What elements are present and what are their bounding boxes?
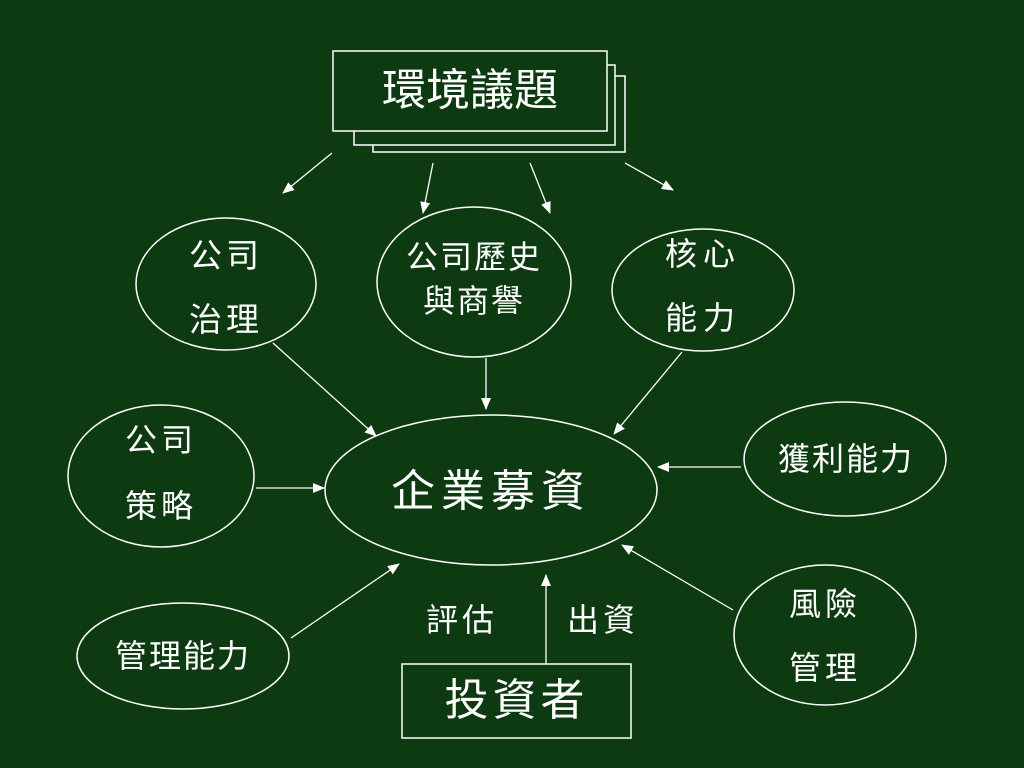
node-investor: [401, 663, 632, 739]
node-management-ability: [76, 602, 290, 710]
node-core-competence: [611, 228, 795, 352]
history-reputation-line1: 公司歷史: [405, 238, 542, 276]
arrow-title-to-governance: [282, 152, 333, 194]
corp-governance-line1: 公司: [189, 236, 263, 275]
corp-strategy-label: 公司 策略: [86, 407, 236, 539]
management-ability-label: 管理能力: [114, 637, 251, 675]
node-history-reputation: [376, 206, 572, 358]
arrow-title-to-history-left: [420, 162, 434, 214]
risk-management-line2: 管理: [788, 649, 861, 687]
node-corp-strategy: [67, 404, 255, 548]
corp-governance-line2: 治理: [189, 300, 263, 339]
profitability-label: 獲利能力: [777, 440, 914, 478]
corp-governance-label: 公司 治理: [150, 224, 302, 352]
node-center: [324, 414, 658, 566]
arrow-management-to-center: [290, 563, 400, 639]
node-corp-governance: [135, 217, 317, 351]
history-reputation-label: 公司歷史 與商譽: [380, 235, 568, 323]
arrow-core-to-center: [613, 351, 683, 435]
title-box: [332, 50, 608, 132]
corp-strategy-line1: 公司: [124, 421, 197, 459]
risk-management-label: 風險 管理: [750, 572, 900, 700]
center-label: 企業募資: [391, 466, 591, 517]
node-risk-management: [733, 564, 917, 706]
edge-label-evaluate: 評估: [425, 601, 498, 639]
title-label: 環境議題: [382, 65, 558, 116]
core-competence-line1: 核心: [664, 235, 741, 273]
arrow-risk-to-center: [621, 544, 734, 611]
history-reputation-line2: 與商譽: [422, 282, 525, 320]
arrow-title-to-history-right: [529, 162, 551, 214]
core-competence-line2: 能力: [664, 299, 741, 337]
edge-label-invest: 出資: [566, 601, 639, 639]
corp-strategy-line2: 策略: [124, 487, 197, 525]
arrow-governance-to-center: [272, 342, 377, 437]
arrow-title-to-core: [624, 162, 674, 191]
risk-management-line1: 風險: [788, 585, 861, 623]
investor-label: 投資者: [444, 675, 589, 726]
core-competence-label: 核心 能力: [626, 222, 780, 350]
node-profitability: [743, 401, 947, 517]
